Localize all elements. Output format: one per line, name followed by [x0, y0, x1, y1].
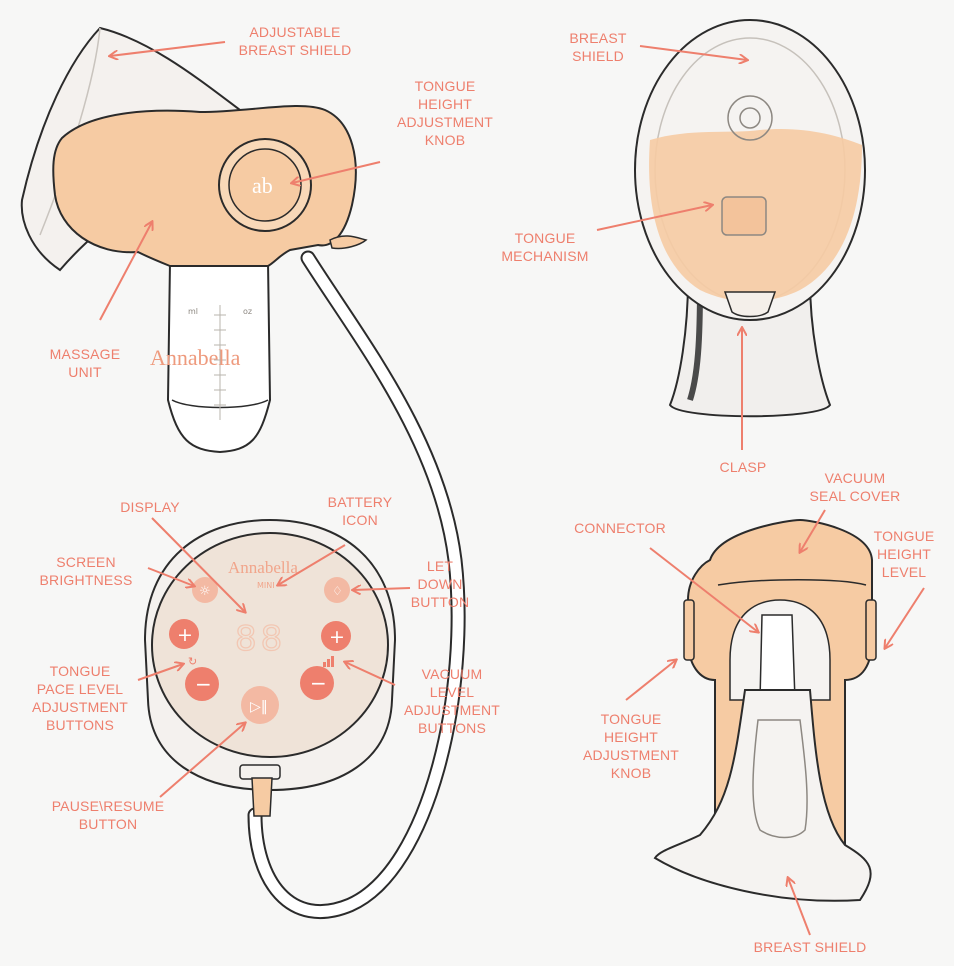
label-breast-shield-top: BREAST SHIELD — [548, 29, 648, 65]
tube-sleeve — [252, 778, 272, 816]
sun-icon: ☼ — [199, 584, 211, 599]
arrow-tongue-height-knob-back — [626, 660, 676, 700]
bottle-scale-ml: ml — [188, 307, 198, 316]
label-tongue-height-level: TONGUE HEIGHT LEVEL — [862, 527, 946, 581]
label-tongue-height-knob-back: TONGUE HEIGHT ADJUSTMENT KNOB — [566, 710, 696, 782]
pump-front-view — [635, 20, 865, 416]
back-connector — [760, 615, 795, 700]
controller-brand: Annabella — [228, 558, 298, 577]
minus-icon: − — [310, 671, 327, 695]
plus-icon: + — [329, 626, 345, 648]
label-battery-icon: BATTERY ICON — [310, 493, 410, 529]
label-adjustable-breast-shield: ADJUSTABLE BREAST SHIELD — [225, 23, 365, 59]
label-massage-unit: MASSAGE UNIT — [30, 345, 140, 381]
label-tongue-mechanism: TONGUE MECHANISM — [490, 229, 600, 265]
label-connector: CONNECTOR — [560, 519, 680, 537]
label-breast-shield-bottom: BREAST SHIELD — [730, 938, 890, 956]
label-let-down-button: LET DOWN BUTTON — [400, 557, 480, 611]
label-pause-resume-button: PAUSE\RESUME BUTTON — [38, 797, 178, 833]
label-screen-brightness: SCREEN BRIGHTNESS — [26, 553, 146, 589]
bottle-brand: Annabella — [150, 345, 241, 370]
tongue-mechanism-shape — [722, 197, 766, 235]
controller-display: 88 — [235, 619, 286, 659]
minus-icon: − — [195, 672, 212, 696]
droplet-icon: ♢ — [332, 584, 343, 598]
label-tongue-pace-buttons: TONGUE PACE LEVEL ADJUSTMENT BUTTONS — [20, 662, 140, 734]
front-clasp — [725, 292, 775, 317]
label-tongue-height-knob-side: TONGUE HEIGHT ADJUSTMENT KNOB — [370, 77, 520, 149]
label-display: DISPLAY — [105, 498, 195, 516]
bottle-scale-oz: oz — [243, 307, 252, 316]
play-pause-icon: ▷‖ — [250, 699, 268, 715]
knob-logo: ab — [252, 173, 273, 198]
label-vacuum-level-buttons: VACUUM LEVEL ADJUSTMENT BUTTONS — [392, 665, 512, 737]
pace-icon: ↻ — [188, 655, 197, 668]
plus-icon: + — [177, 624, 193, 646]
arrow-tongue-height-level — [885, 588, 924, 648]
label-clasp: CLASP — [703, 458, 783, 476]
controller-model: MINI — [257, 581, 275, 590]
pump-side-view: ml oz Annabella ab — [22, 28, 366, 452]
label-vacuum-seal-cover: VACUUM SEAL COVER — [790, 469, 920, 505]
controller-port — [240, 765, 280, 779]
